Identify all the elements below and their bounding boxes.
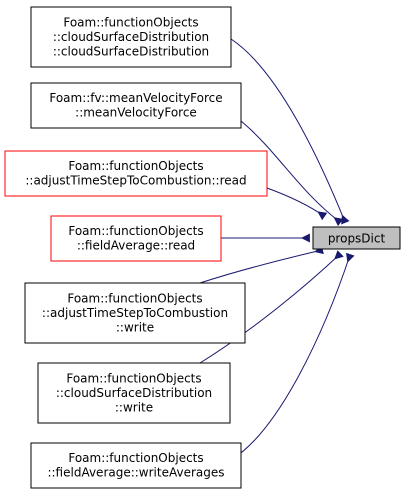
caller-node-box[interactable] bbox=[30, 82, 242, 129]
graph-nodes: Foam::functionObjects::cloudSurfaceDistr… bbox=[4, 6, 401, 489]
target-node-box bbox=[312, 226, 401, 250]
target-node-label: propsDict bbox=[328, 232, 386, 246]
node-label-line: ::cloudSurfaceDistribution bbox=[56, 386, 212, 400]
call-edge-cloud-surface-distribution-write bbox=[199, 250, 344, 364]
caller-node-cloud-surface-distribution-ctor[interactable] bbox=[30, 6, 232, 68]
call-edge-field-average-write-averages bbox=[230, 252, 355, 461]
caller-node-adjust-timestep-read[interactable] bbox=[4, 150, 268, 197]
caller-node-field-average-write-averages[interactable] bbox=[30, 442, 242, 489]
node-label-line: ::meanVelocityForce bbox=[75, 106, 197, 120]
node-label-line: Foam::functionObjects bbox=[68, 159, 203, 173]
call-edges bbox=[199, 38, 355, 461]
node-label-line: ::write bbox=[115, 400, 153, 414]
node-label-line: Foam::functionObjects bbox=[66, 371, 201, 385]
node-label-line: Foam::functionObjects bbox=[67, 291, 202, 305]
caller-node-field-average-read[interactable] bbox=[50, 215, 222, 262]
target-node-propsdict bbox=[312, 226, 401, 250]
caller-node-box[interactable] bbox=[24, 282, 246, 344]
caller-node-box[interactable] bbox=[30, 442, 242, 489]
node-label-line: Foam::functionObjects bbox=[68, 224, 203, 238]
node-label-line: ::adjustTimeStepToCombustion::read bbox=[25, 174, 246, 188]
call-edge-adjust-timestep-read bbox=[266, 187, 328, 221]
node-label-line: ::cloudSurfaceDistribution bbox=[53, 44, 209, 58]
caller-node-mean-velocity-force-ctor[interactable] bbox=[30, 82, 242, 129]
node-label-line: ::fieldAverage::read bbox=[77, 239, 195, 253]
node-label-line: Foam::fv::meanVelocityForce bbox=[49, 91, 222, 105]
caller-node-cloud-surface-distribution-write[interactable] bbox=[37, 362, 231, 424]
node-label-line: Foam::functionObjects bbox=[63, 15, 198, 29]
caller-node-box[interactable] bbox=[30, 6, 232, 68]
call-edge-cloud-surface-distribution-ctor bbox=[230, 38, 350, 225]
node-label-line: Foam::functionObjects bbox=[68, 451, 203, 465]
node-label-line: ::write bbox=[116, 320, 154, 334]
node-label-line: ::cloudSurfaceDistribution bbox=[53, 30, 209, 44]
node-label-line: ::fieldAverage::writeAverages bbox=[47, 466, 224, 480]
caller-node-box[interactable] bbox=[4, 150, 268, 197]
caller-node-box[interactable] bbox=[50, 215, 222, 262]
node-label-line: ::adjustTimeStepToCombustion bbox=[42, 306, 228, 320]
call-edge-adjust-timestep-write bbox=[199, 245, 324, 284]
caller-node-adjust-timestep-write[interactable] bbox=[24, 282, 246, 344]
caller-node-box[interactable] bbox=[37, 362, 231, 424]
